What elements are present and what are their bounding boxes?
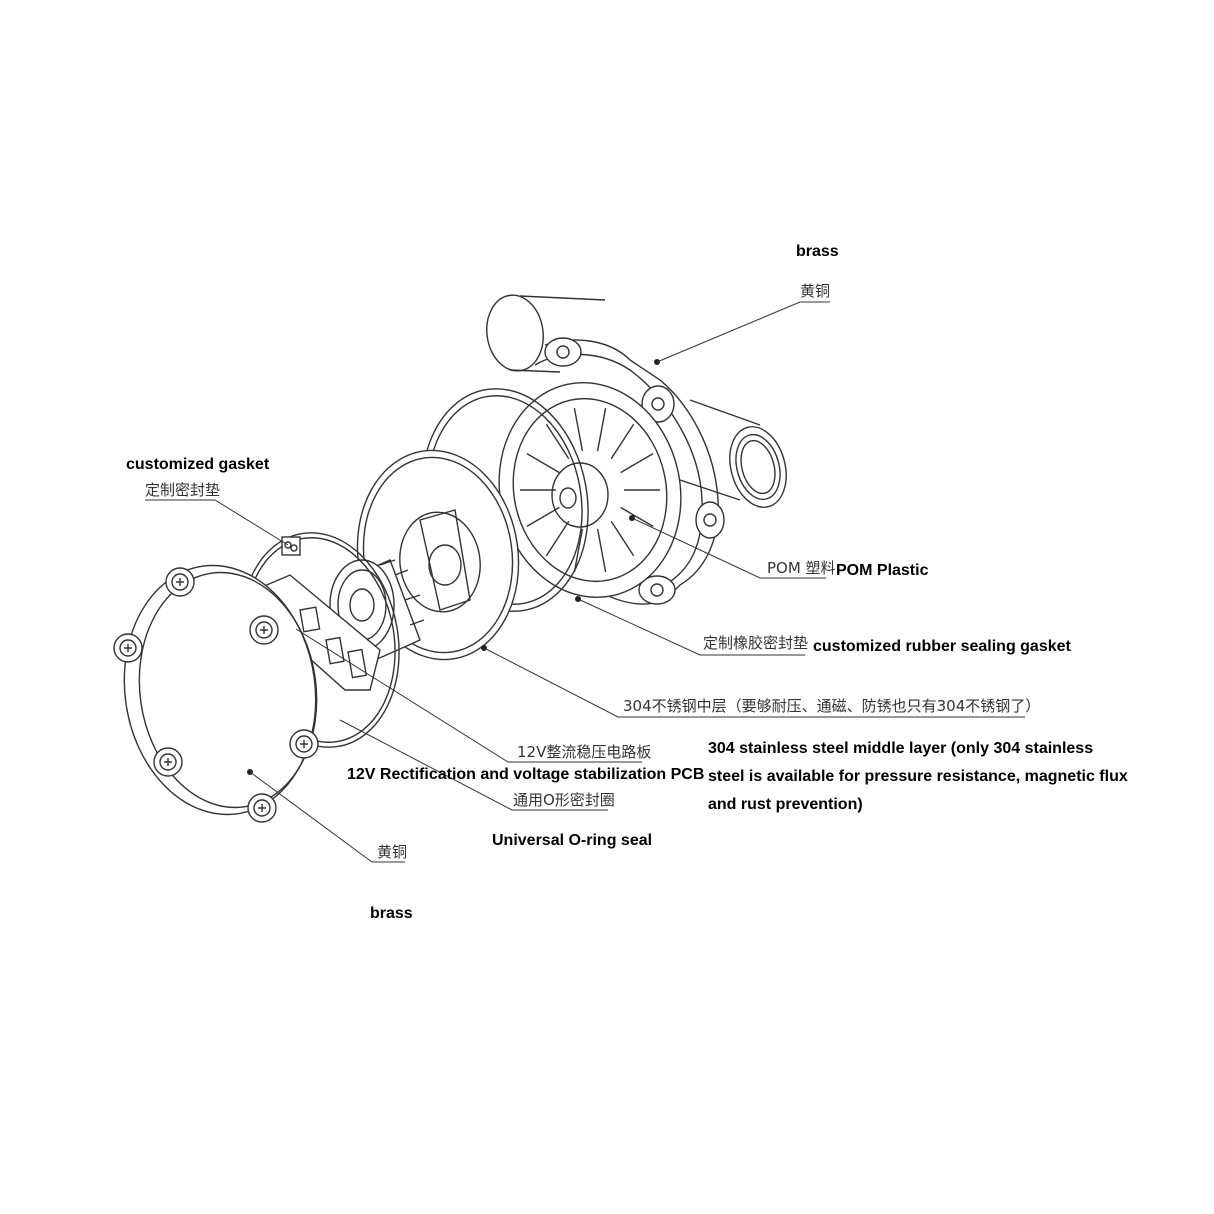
impeller-vane xyxy=(620,506,654,528)
impeller-vane xyxy=(526,506,560,528)
impeller-vane xyxy=(620,452,654,474)
label-steel-cn: 304不锈钢中层（要够耐压、通磁、防锈也只有304不锈钢了） xyxy=(623,697,1041,715)
label-gasket-en: customized gasket xyxy=(126,456,270,473)
label-oring-cn: 通用O形密封圈 xyxy=(513,791,615,809)
label-brass-bottom-cn: 黄铜 xyxy=(377,843,408,861)
screw-head-icon xyxy=(289,729,319,759)
impeller-vane xyxy=(545,520,570,557)
label-pcb-cn: 12V整流稳压电路板 xyxy=(517,743,652,761)
label-oring-en: Universal O-ring seal xyxy=(492,832,653,849)
screw-head-icon xyxy=(153,747,183,777)
screw-head-icon xyxy=(165,567,195,597)
label-pom-cn: POM 塑料 xyxy=(767,559,836,577)
label-rubber-en: customized rubber sealing gasket xyxy=(813,638,1071,655)
leader-lines xyxy=(145,301,1025,863)
impeller-vane xyxy=(596,528,607,573)
impeller-vane xyxy=(526,452,560,474)
label-steel-en: 304 stainless steel middle layer (only 3… xyxy=(708,740,1128,813)
label-pom-en: POM Plastic xyxy=(836,562,929,579)
impeller-vane xyxy=(610,423,635,460)
label-gasket-cn: 定制密封垫 xyxy=(145,481,221,499)
cover-screws xyxy=(113,567,319,823)
screw-head-icon xyxy=(249,615,279,645)
impeller-vane xyxy=(596,407,607,452)
impeller-vane xyxy=(545,423,570,460)
label-brass-top-cn: 黄铜 xyxy=(800,282,831,300)
impeller-vanes xyxy=(520,407,660,573)
screw-head-icon xyxy=(113,633,143,663)
screw-head-icon xyxy=(247,793,277,823)
impeller-vane xyxy=(610,520,635,557)
label-brass-bottom-en: brass xyxy=(370,905,413,922)
label-rubber-cn: 定制橡胶密封垫 xyxy=(703,634,809,652)
impeller-vane xyxy=(573,528,584,573)
brass-end-cover xyxy=(113,564,319,823)
label-pcb-en: 12V Rectification and voltage stabilizat… xyxy=(347,766,705,783)
label-brass-top-en: brass xyxy=(796,243,839,260)
impeller-vane xyxy=(573,407,584,452)
brass-pump-body xyxy=(486,294,787,605)
